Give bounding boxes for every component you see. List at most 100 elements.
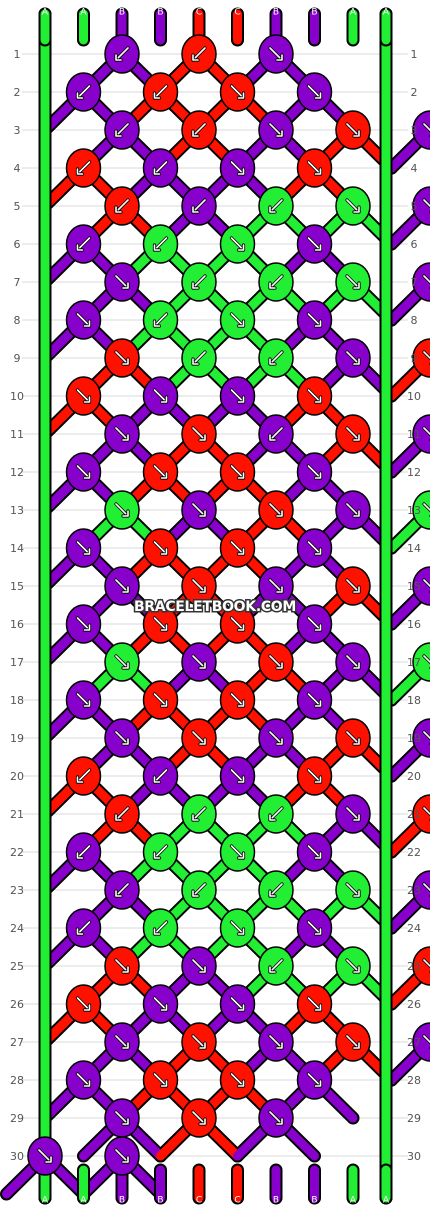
knot xyxy=(296,1060,333,1100)
knot xyxy=(104,110,140,150)
row-number-left: 21 xyxy=(10,808,24,821)
knot xyxy=(181,110,217,150)
row-number-right: 22 xyxy=(407,846,421,859)
knot xyxy=(219,452,256,492)
row-number-left: 5 xyxy=(14,200,21,213)
knot xyxy=(142,72,179,112)
knot-body xyxy=(412,794,430,834)
row-number-right: 11 xyxy=(407,428,421,441)
row-number-right: 9 xyxy=(411,352,418,365)
knot-body xyxy=(412,338,430,378)
knot xyxy=(65,452,102,492)
strand-label: A xyxy=(350,8,357,18)
knot xyxy=(65,680,102,720)
strand-label: A xyxy=(383,1196,390,1206)
knot xyxy=(181,414,217,454)
row-number-left: 18 xyxy=(10,694,24,707)
row-number-left: 2 xyxy=(14,86,21,99)
strand-label: A xyxy=(383,8,390,18)
knot xyxy=(296,300,333,340)
knot xyxy=(258,110,294,150)
strand-label: B xyxy=(157,8,163,18)
knot xyxy=(258,946,294,986)
knot xyxy=(296,148,333,188)
knot xyxy=(258,566,294,606)
row-number-right: 8 xyxy=(411,314,418,327)
knot xyxy=(65,756,102,796)
row-number-left: 26 xyxy=(10,998,24,1011)
row-number-left: 14 xyxy=(10,542,24,555)
knot xyxy=(219,148,256,188)
knot xyxy=(181,870,217,910)
row-number-right: 7 xyxy=(411,276,418,289)
row-number-right: 4 xyxy=(411,162,418,175)
strand-label: B xyxy=(119,1196,125,1206)
knot xyxy=(142,756,179,796)
strand-label: B xyxy=(273,1196,279,1206)
knot xyxy=(296,984,333,1024)
row-number-left: 15 xyxy=(10,580,24,593)
knot xyxy=(65,148,102,188)
knot-body xyxy=(412,718,430,758)
row-number-left: 7 xyxy=(14,276,21,289)
knot xyxy=(219,832,256,872)
watermark: BRACELETBOOK.COM xyxy=(134,599,296,615)
knot xyxy=(104,262,140,302)
row-number-left: 22 xyxy=(10,846,24,859)
knot xyxy=(181,186,217,226)
row-number-right: 18 xyxy=(407,694,421,707)
knot-body xyxy=(412,1022,430,1062)
row-number-right: 30 xyxy=(407,1150,421,1163)
knot xyxy=(181,794,217,834)
knot xyxy=(104,186,140,226)
knot xyxy=(412,566,430,606)
knot xyxy=(258,642,294,682)
row-number-left: 8 xyxy=(14,314,21,327)
knot-body xyxy=(412,110,430,150)
row-number-right: 14 xyxy=(407,542,421,555)
knot-body xyxy=(412,490,430,530)
row-number-right: 27 xyxy=(407,1036,421,1049)
strand-label: C xyxy=(196,1196,202,1206)
knot xyxy=(335,870,371,910)
knot xyxy=(104,414,140,454)
knot xyxy=(104,794,140,834)
row-number-left: 19 xyxy=(10,732,24,745)
row-number-left: 27 xyxy=(10,1036,24,1049)
knot xyxy=(412,794,430,834)
knot xyxy=(412,414,430,454)
knot xyxy=(219,300,256,340)
knot xyxy=(258,414,294,454)
knot xyxy=(296,224,333,264)
row-number-right: 3 xyxy=(411,124,418,137)
left-row-numbers: 1234567891011121314151617181920212223242… xyxy=(10,48,24,1163)
knot xyxy=(142,1060,179,1100)
knot xyxy=(181,1098,217,1138)
row-number-right: 21 xyxy=(407,808,421,821)
knot xyxy=(65,832,102,872)
knot xyxy=(219,528,256,568)
knot xyxy=(142,148,179,188)
row-number-right: 12 xyxy=(407,466,421,479)
row-number-right: 5 xyxy=(411,200,418,213)
row-number-right: 10 xyxy=(407,390,421,403)
knot xyxy=(258,186,294,226)
knot xyxy=(219,376,256,416)
knot xyxy=(104,718,140,758)
knot xyxy=(104,870,140,910)
strand-label: A xyxy=(42,1196,49,1206)
knot xyxy=(335,794,371,834)
knot xyxy=(142,832,179,872)
row-number-left: 30 xyxy=(10,1150,24,1163)
knot-body xyxy=(412,870,430,910)
row-number-left: 12 xyxy=(10,466,24,479)
row-number-left: 23 xyxy=(10,884,24,897)
knot xyxy=(65,528,102,568)
row-number-left: 4 xyxy=(14,162,21,175)
knot xyxy=(219,680,256,720)
knot xyxy=(258,718,294,758)
row-number-right: 13 xyxy=(407,504,421,517)
knot xyxy=(335,642,371,682)
row-number-right: 23 xyxy=(407,884,421,897)
